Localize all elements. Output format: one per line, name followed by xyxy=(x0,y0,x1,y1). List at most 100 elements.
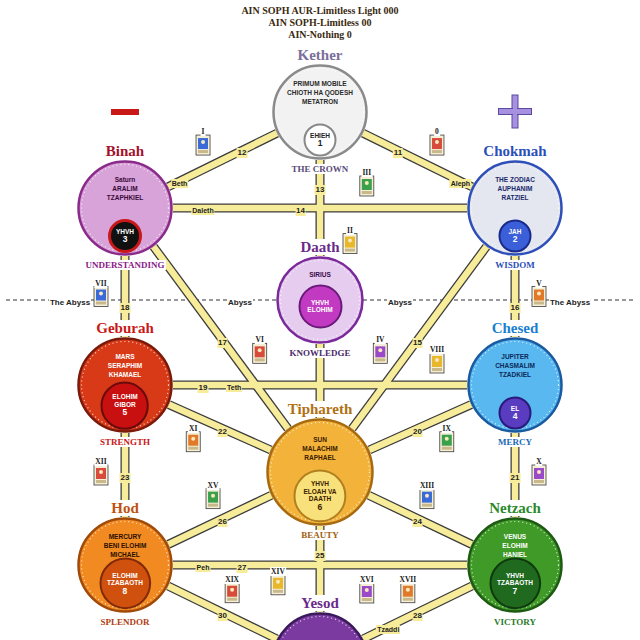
text-box: EHIEH1 xyxy=(310,132,330,149)
text-slot: BENI ELOHIM xyxy=(77,538,173,550)
archangel-name: METATRON xyxy=(302,98,338,105)
sephira-name: Chesed xyxy=(490,320,541,336)
divine-name-circle: JAH2 xyxy=(498,219,532,253)
label-slot: XVI xyxy=(359,568,375,586)
archangel-name: TZAPHKIEL xyxy=(107,194,143,201)
text-slot: CHIOTH HA QODESH xyxy=(272,85,368,97)
choir-name: AUPHANIM xyxy=(497,185,532,192)
choir-name: BENI ELOHIM xyxy=(104,542,147,549)
label-slot: Teth xyxy=(226,376,242,394)
sephira-circle: GeburahMARSSERAPHIMKHAMAELSTRENGTHELOHIM… xyxy=(77,337,173,433)
text-slot: SPLENDOR xyxy=(7,614,243,628)
label-slot: XVII xyxy=(399,568,418,586)
text-slot: STRENGTH xyxy=(7,434,243,448)
sephira-name: Tiphareth xyxy=(286,401,354,417)
tarot-card xyxy=(94,287,108,307)
text-slot: KNOWLEDGE xyxy=(206,345,434,359)
label-slot: III xyxy=(361,161,372,179)
sephira-circle: BinahSaturnARALIMTZAPHKIELUNDERSTANDINGY… xyxy=(77,160,173,256)
text-slot: Hod xyxy=(7,500,243,516)
abyss-label: Abyss xyxy=(227,298,253,307)
trump-numeral: V xyxy=(535,279,542,288)
text-slot: METATRON xyxy=(272,94,368,106)
sephira-circle: KetherPRIMUM MOBILECHIOTH HA QODESHMETAT… xyxy=(272,64,368,160)
trump-numeral: III xyxy=(361,168,372,177)
text-slot: SIRIUS xyxy=(276,267,364,279)
trump-numeral: XIV xyxy=(270,567,286,576)
divine-name: YHVH ELOAH VA DAATH xyxy=(302,480,338,503)
choir-name: MALACHIM xyxy=(302,445,337,452)
text-slot: BEAUTY xyxy=(196,527,444,541)
path-band xyxy=(363,586,472,639)
text-slot: MALACHIM xyxy=(266,441,374,453)
trump-numeral: VII xyxy=(94,279,107,288)
tarot-card xyxy=(430,135,444,155)
label-slot: 12 xyxy=(237,141,248,159)
text-box: ELOHIM GIBOR5 xyxy=(107,393,143,417)
divine-name-circle: EL4 xyxy=(498,396,532,430)
label-slot: AIN-Nothing 0 xyxy=(286,24,354,42)
text-slot: MERCY xyxy=(397,434,633,448)
sephira-circle: ChesedJUPITERCHASMALIMTZADKIELMERCYEL4 xyxy=(467,337,563,433)
divine-name-circle: ELOHIM GIBOR5 xyxy=(100,381,149,430)
sephira-name: Kether xyxy=(296,47,345,63)
hebrew-letter: Teth xyxy=(226,383,242,392)
path-number: 27 xyxy=(237,563,248,573)
divine-name: YHVH xyxy=(116,228,134,236)
text-slot: WISDOM xyxy=(397,257,633,271)
label-slot: IX xyxy=(442,417,452,435)
text-slot: VENUS xyxy=(467,529,563,541)
label-slot: 24 xyxy=(412,510,423,528)
divine-name-circle: YHVH ELOAH VA DAATH6 xyxy=(293,469,347,523)
path-number: 18 xyxy=(120,303,131,313)
label-slot: X xyxy=(535,450,542,468)
text-slot: RATZIEL xyxy=(467,190,563,202)
planet-name: MARS xyxy=(115,353,134,360)
path-band xyxy=(352,247,486,429)
text-slot: HANIEL xyxy=(467,547,563,559)
minus-sign xyxy=(111,109,139,115)
divine-name-circle: YHVH ELOHIM xyxy=(298,284,343,329)
text-slot: UNDERSTANDING xyxy=(7,257,243,271)
path-number: 19 xyxy=(198,383,209,393)
sephira-number: 5 xyxy=(123,408,128,417)
path-number: 22 xyxy=(217,427,228,437)
planet-name: MERCURY xyxy=(109,533,142,540)
trump-numeral: I xyxy=(201,127,206,136)
label-slot: Abyss xyxy=(227,291,253,309)
path-casing xyxy=(169,405,271,450)
label-slot: VII xyxy=(94,272,107,290)
veil-label: AIN SOPH-Limitless 00 xyxy=(267,17,374,28)
label-slot: 16 xyxy=(510,296,521,314)
trump-numeral: VIII xyxy=(429,345,445,354)
sephira-title: VICTORY xyxy=(492,617,538,627)
text-slot: Binah xyxy=(7,143,243,159)
label-slot: 23 xyxy=(120,466,131,484)
hebrew-letter: Peh xyxy=(196,563,211,572)
text-slot: TZADKIEL xyxy=(467,367,563,379)
path-number: 26 xyxy=(217,517,228,527)
divine-name: JAH xyxy=(508,228,521,236)
text-slot: TZAPHKIEL xyxy=(77,190,173,202)
trump-numeral: XIII xyxy=(419,481,435,490)
path-number: 20 xyxy=(412,427,423,437)
tarot-card xyxy=(196,135,210,155)
divine-name-circle: EHIEH1 xyxy=(303,123,337,157)
label-slot: Peh xyxy=(196,556,211,574)
tarot-card xyxy=(360,176,374,196)
path-number: 12 xyxy=(237,148,248,158)
sephira-name: Yesod xyxy=(299,595,341,611)
archangel-name: RAPHAEL xyxy=(304,454,335,461)
archangel-name: TZADKIEL xyxy=(499,371,531,378)
label-slot: 21 xyxy=(510,466,521,484)
path-casing xyxy=(154,247,288,429)
divine-name: ELOHIM TZABAOTH xyxy=(105,572,145,587)
label-slot: V xyxy=(535,272,542,290)
choir-name: CHIOTH HA QODESH xyxy=(287,89,353,96)
text-slot: Saturn xyxy=(77,172,173,184)
text-slot: MERCURY xyxy=(77,529,173,541)
sephira-number: 6 xyxy=(318,503,323,512)
sephira-number: 3 xyxy=(123,235,128,244)
label-slot: Beth xyxy=(171,172,189,190)
